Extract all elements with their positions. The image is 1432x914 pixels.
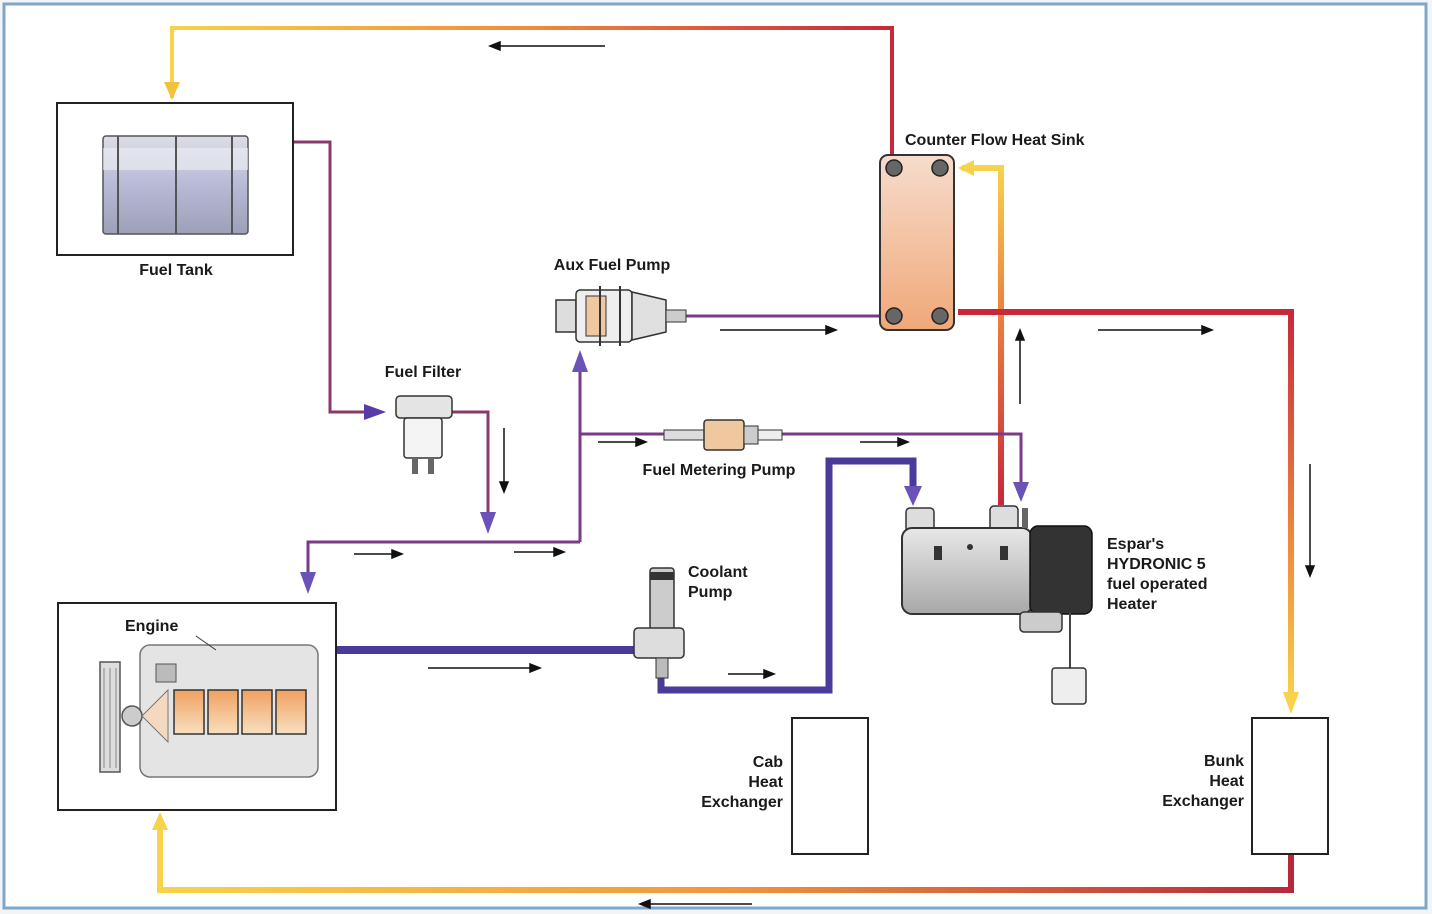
arrow-head-heater-coolant-in	[904, 486, 922, 506]
aux-fuel-pump	[555, 286, 687, 346]
hot-line-sink-to-bunk	[958, 309, 1294, 700]
heater-label-line3: fuel operated	[1107, 576, 1207, 593]
engine-label: Engine	[125, 618, 178, 635]
bunk-hx-label-line1: Bunk	[1204, 753, 1244, 770]
arrow-head-heater-fuel-in	[1013, 482, 1029, 502]
fuel-filter	[395, 395, 453, 474]
coolant-pump-label-line2: Pump	[688, 584, 733, 601]
hydronic-heater	[901, 505, 1093, 705]
arrow-head-engine-fuel	[300, 572, 316, 594]
return-line-bottom	[157, 830, 1294, 893]
arrow-head-sink-in	[958, 160, 974, 176]
return-line-top	[170, 26, 894, 155]
fuel-tank	[56, 102, 294, 256]
engine	[57, 602, 337, 811]
arrow-head-filter-down	[480, 512, 496, 534]
bunk-hx-label-line3: Exchanger	[1162, 793, 1244, 810]
counter-flow-heat-sink	[879, 154, 955, 331]
flow-arrows	[354, 40, 1316, 910]
counter-flow-label: Counter Flow Heat Sink	[905, 132, 1085, 149]
fuel-tank-label: Fuel Tank	[139, 262, 213, 279]
cab-hx-label-line2: Heat	[748, 774, 783, 791]
coolant-pump-label-line1: Coolant	[688, 564, 748, 581]
fuel-line-tank-to-filter	[293, 140, 372, 414]
coolant-pump	[633, 567, 685, 679]
fuel-filter-label: Fuel Filter	[385, 364, 461, 381]
heater-label-line2: HYDRONIC 5	[1107, 556, 1206, 573]
heater-label-line4: Heater	[1107, 596, 1157, 613]
aux-fuel-pump-label: Aux Fuel Pump	[554, 257, 671, 274]
arrow-head-engine-in	[152, 812, 168, 830]
bunk-hx-label-line2: Heat	[1209, 773, 1244, 790]
arrow-head-aux-pump	[572, 350, 588, 372]
arrow-head-bunk-in	[1283, 692, 1299, 714]
bunk-heat-exchanger	[1251, 717, 1329, 855]
arrow-head-tank-in	[164, 82, 180, 100]
fuel-metering-pump	[663, 419, 783, 451]
fuel-line-to-engine	[306, 540, 580, 578]
hot-line-heater-to-sink	[962, 165, 1004, 505]
cab-hx-label-line1: Cab	[753, 754, 783, 771]
cab-hx-label-line3: Exchanger	[701, 794, 783, 811]
coolant-line-pump-to-heater	[657, 457, 917, 694]
fuel-line-filter-out	[452, 410, 490, 520]
arrow-head-filter-in	[364, 404, 386, 420]
heater-label-line1: Espar's	[1107, 536, 1164, 553]
fuel-metering-pump-label: Fuel Metering Pump	[643, 462, 796, 479]
cab-heat-exchanger	[791, 717, 869, 855]
